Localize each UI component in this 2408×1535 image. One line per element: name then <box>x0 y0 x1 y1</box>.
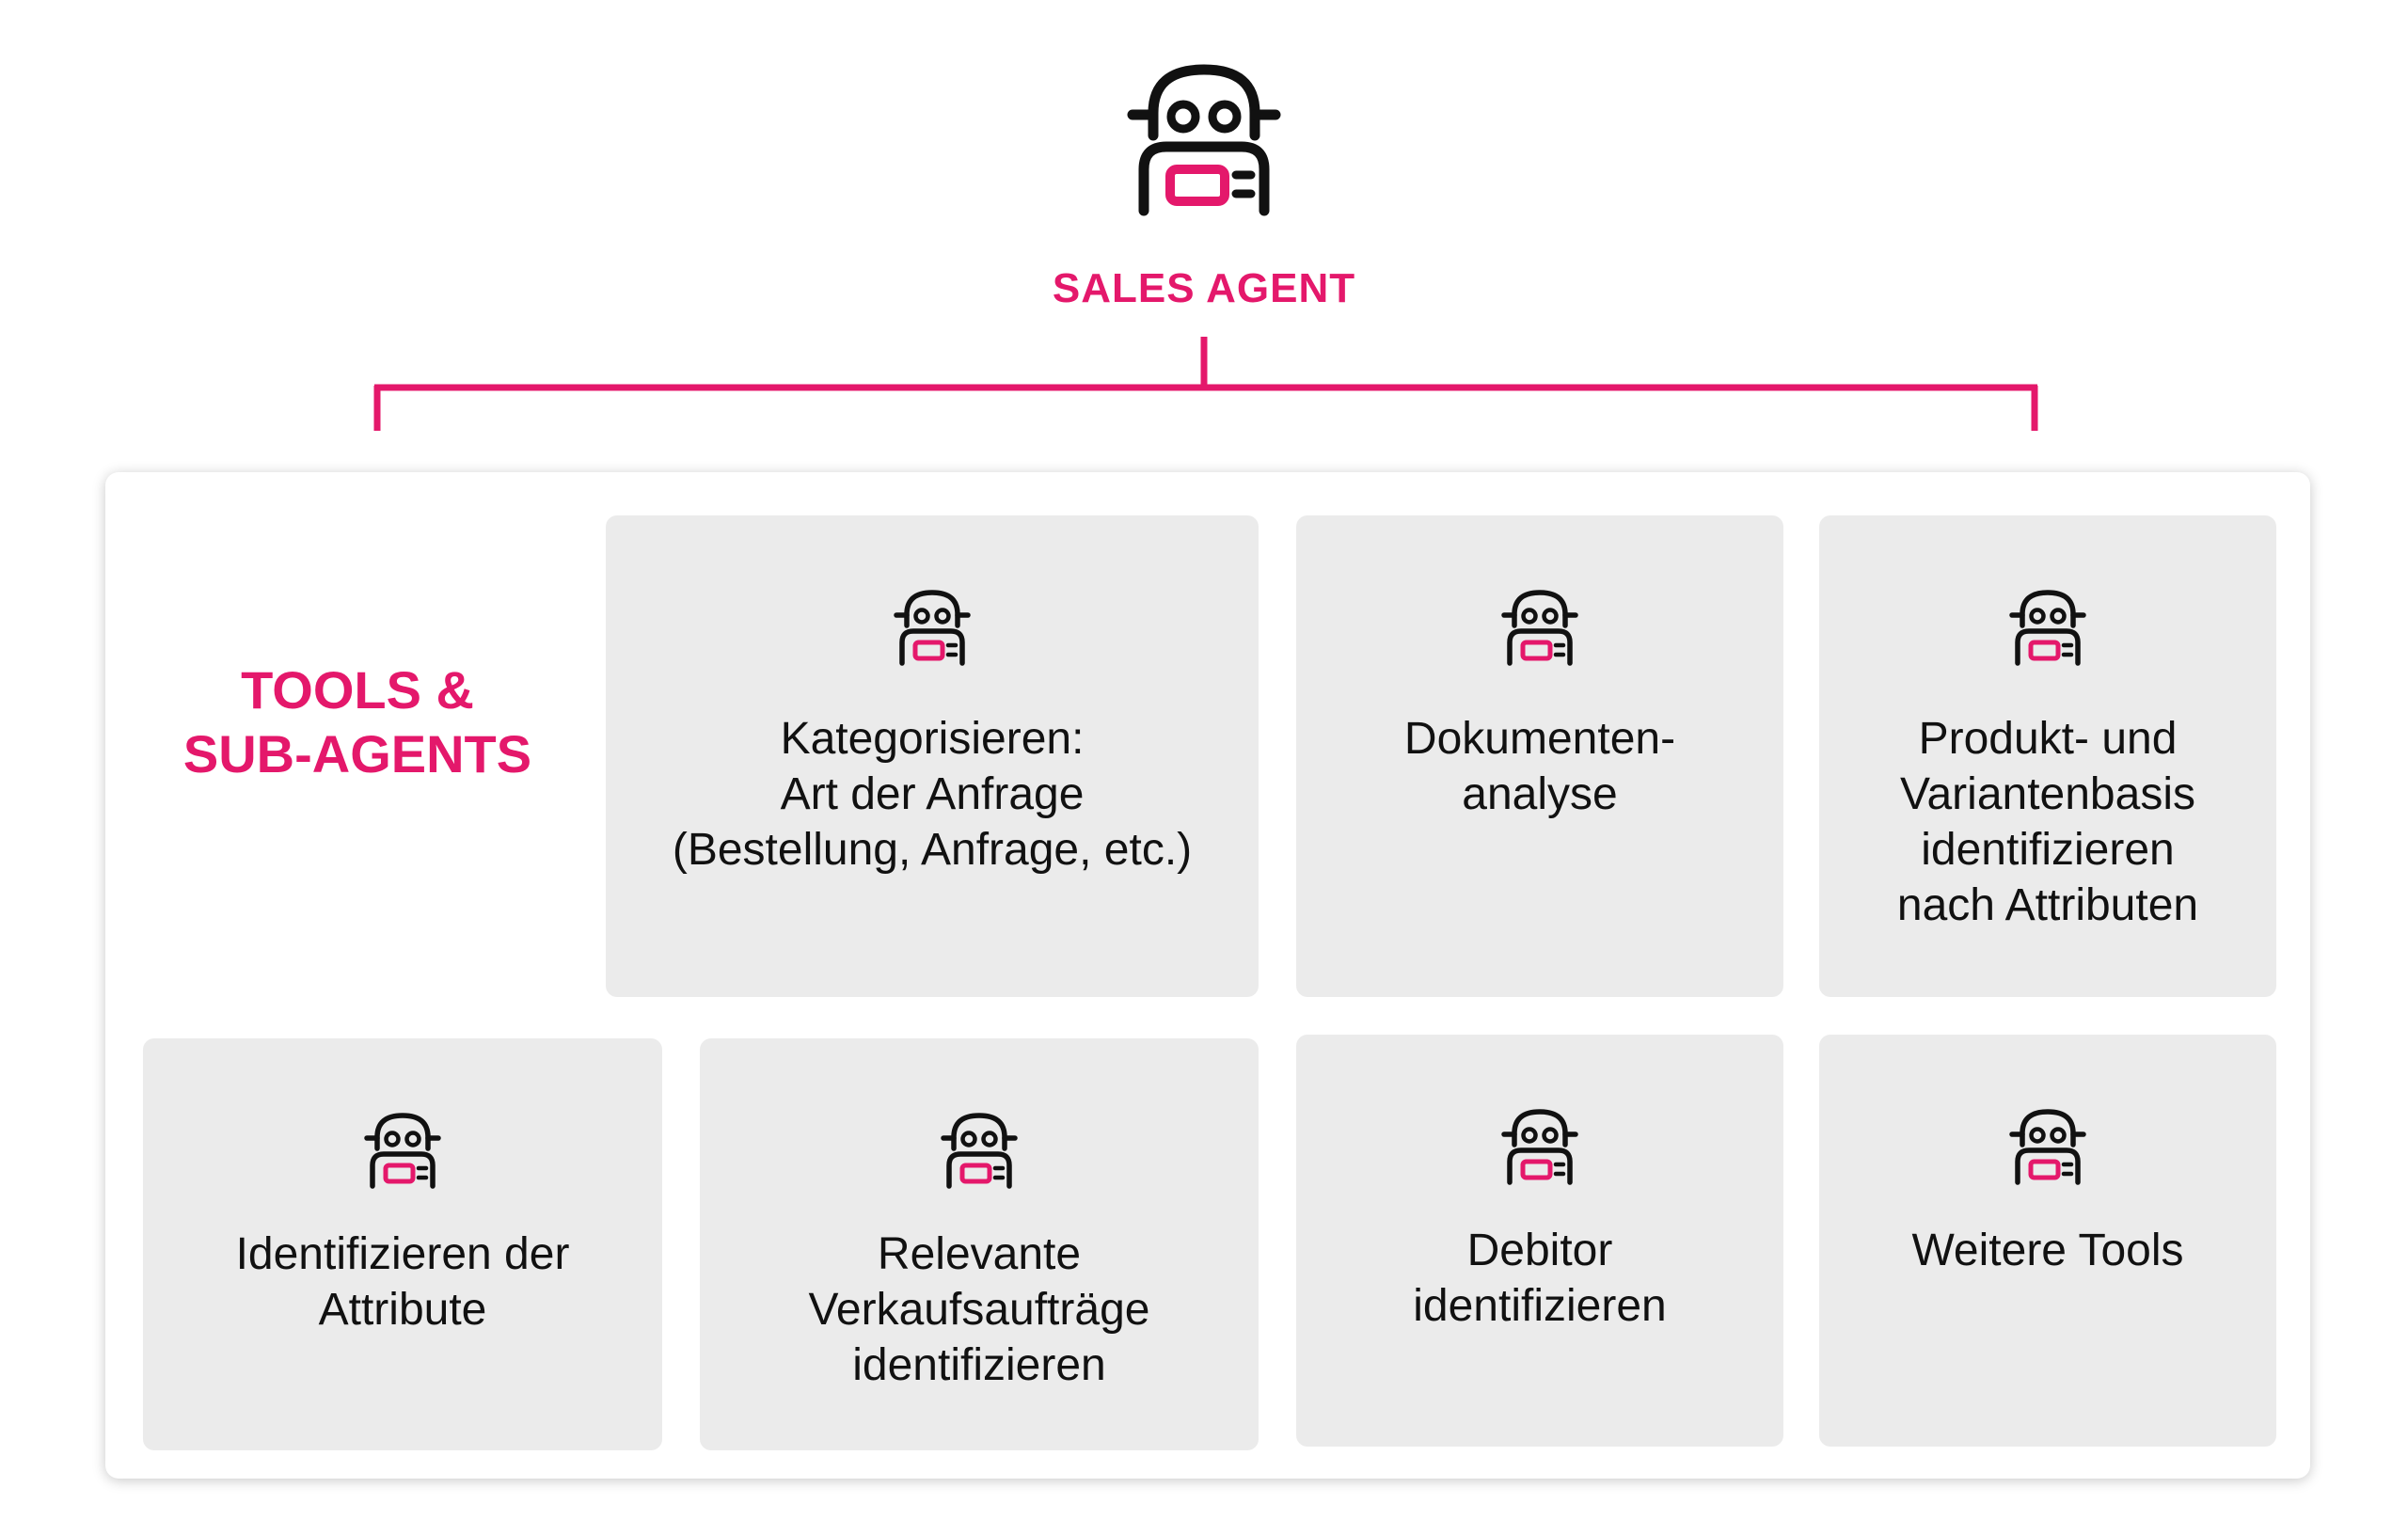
card-label: Identifizieren der Attribute <box>152 1226 653 1337</box>
sales-agent-robot-icon <box>1110 60 1298 229</box>
card-label-line: Relevante <box>877 1229 1082 1279</box>
card-label: Weitere Tools <box>1829 1223 2267 1278</box>
card-verkaufsauftraege: Relevante Verkaufsaufträge identifiziere… <box>700 1038 1259 1450</box>
card-label: Debitor identifizieren <box>1306 1223 1774 1334</box>
sales-agent-title: SALES AGENT <box>1052 265 1356 311</box>
card-dokumentenanalyse: Dokumenten- analyse <box>1296 515 1783 997</box>
robot-icon <box>1493 583 1587 677</box>
card-label-line: Dokumenten- <box>1403 714 1676 764</box>
card-kategorisieren: Kategorisieren: Art der Anfrage (Bestell… <box>606 515 1259 997</box>
robot-icon <box>885 583 979 677</box>
card-label-line: identifizieren <box>1413 1281 1667 1331</box>
card-label: Dokumenten- analyse <box>1306 711 1774 822</box>
card-weitere-tools: Weitere Tools <box>1819 1035 2276 1447</box>
card-label-line: identifizieren <box>852 1340 1106 1390</box>
card-attribute: Identifizieren der Attribute <box>143 1038 662 1450</box>
robot-icon <box>932 1106 1026 1200</box>
card-label-line: Verkaufsaufträge <box>808 1285 1150 1335</box>
card-label-line: Kategorisieren: <box>780 714 1085 764</box>
card-label-line: (Bestellung, Anfrage, etc.) <box>672 825 1193 875</box>
card-label: Kategorisieren: Art der Anfrage (Bestell… <box>615 711 1249 878</box>
card-produkt-varianten: Produkt- und Variantenbasis identifizier… <box>1819 515 2276 997</box>
card-label-line: Produkt- und <box>1918 714 2178 764</box>
card-label: Produkt- und Variantenbasis identifizier… <box>1829 711 2267 933</box>
tools-sub-agents-title: TOOLS & SUB-AGENTS <box>141 658 574 786</box>
panel-title-line: TOOLS & <box>241 660 474 720</box>
robot-icon <box>2001 1102 2095 1196</box>
card-label-line: analyse <box>1462 769 1618 819</box>
card-label-line: Weitere Tools <box>1911 1226 2184 1275</box>
robot-icon <box>356 1106 450 1200</box>
card-label-line: identifizieren <box>1921 825 2175 875</box>
card-label-line: Attribute <box>318 1285 487 1335</box>
card-label-line: Art der Anfrage <box>780 769 1085 819</box>
robot-icon <box>2001 583 2095 677</box>
card-label-line: Debitor <box>1466 1226 1613 1275</box>
panel-title-line: SUB-AGENTS <box>182 724 532 783</box>
robot-icon <box>1493 1102 1587 1196</box>
card-label-line: nach Attributen <box>1896 880 2199 930</box>
card-label: Relevante Verkaufsaufträge identifiziere… <box>709 1226 1249 1393</box>
card-label-line: Variantenbasis <box>1900 769 2195 819</box>
card-label-line: Identifizieren der <box>235 1229 570 1279</box>
card-debitor: Debitor identifizieren <box>1296 1035 1783 1447</box>
